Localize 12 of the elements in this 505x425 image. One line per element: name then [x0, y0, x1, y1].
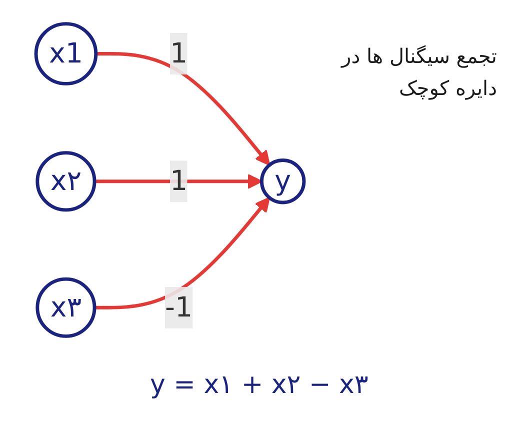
node-circle: x1 — [34, 22, 98, 86]
node-circle: x۳ — [36, 277, 96, 338]
arrow — [94, 197, 270, 310]
arrow — [94, 174, 262, 189]
edge-label: 1 — [170, 36, 188, 70]
node-circle: x۲ — [36, 151, 96, 212]
arrow — [96, 52, 270, 166]
node-circle: y — [260, 158, 306, 204]
note-text: تجمع سیگنال ها در دایره کوچک — [340, 43, 497, 102]
equation: y = x۱ + x۲ − x۳ — [150, 370, 368, 400]
edge-label: -1 — [165, 290, 193, 324]
edge-label: 1 — [170, 164, 188, 197]
